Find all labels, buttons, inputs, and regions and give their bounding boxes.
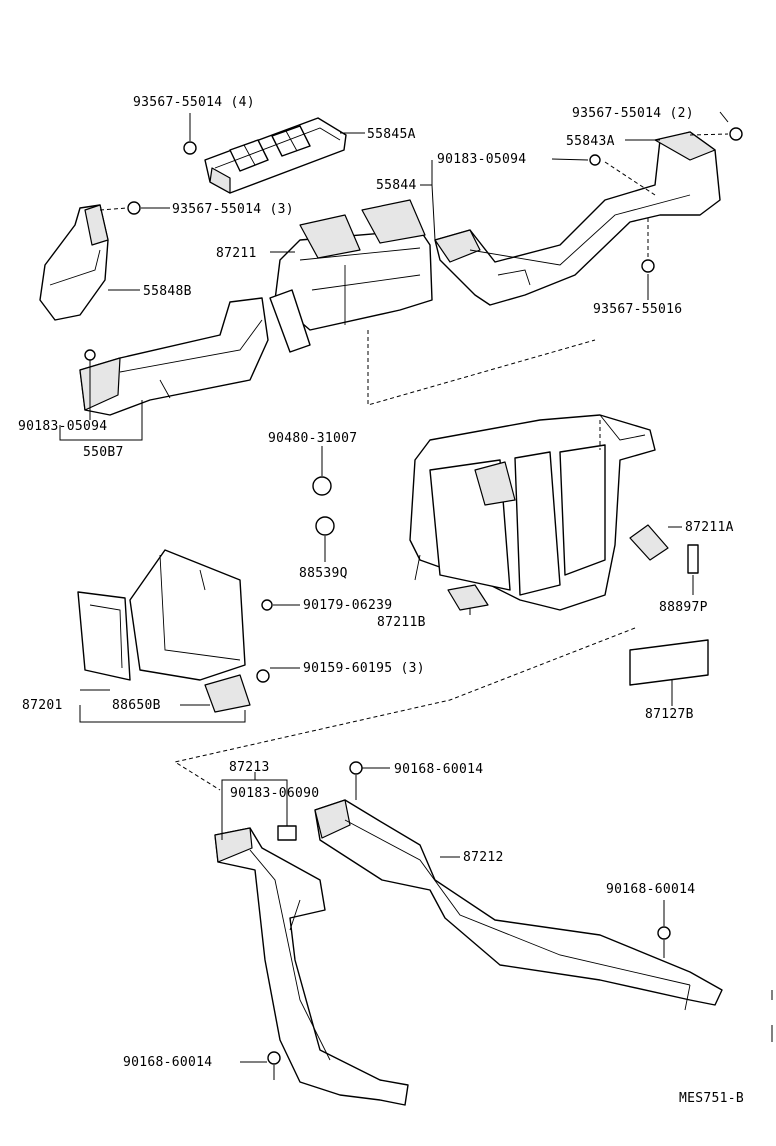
label-87212: 87212: [463, 850, 504, 865]
label-55843a: 55843A: [566, 134, 615, 149]
diagram-code: MES751-B: [679, 1091, 744, 1106]
sensor-88897p-drawing: [687, 544, 699, 574]
duct-55845a-drawing: [204, 117, 347, 194]
resistor-88650b-drawing: [204, 674, 251, 713]
duct-87213-drawing: [214, 827, 409, 1106]
seal-icon: [315, 516, 335, 536]
filter-87127b-drawing: [629, 639, 709, 686]
label-90183-05094-left: 90183-05094: [18, 419, 107, 434]
label-55848b: 55848B: [143, 284, 192, 299]
label-90168-60014-top: 90168-60014: [394, 762, 483, 777]
screw-icon: [641, 259, 655, 273]
label-88897p: 88897P: [659, 600, 708, 615]
duct-55844-drawing: [434, 131, 721, 306]
label-93567-55014-4: 93567-55014 (4): [133, 95, 255, 110]
part-87211a-drawing: [629, 524, 669, 561]
label-87201: 87201: [22, 698, 63, 713]
screw-icon: [256, 669, 270, 683]
screw-icon: [127, 201, 141, 215]
label-93567-55014-2: 93567-55014 (2): [572, 106, 694, 121]
duct-87212-drawing: [314, 799, 723, 1011]
screw-icon: [349, 761, 363, 775]
screw-icon: [657, 926, 671, 940]
label-93567-55014-3: 93567-55014 (3): [172, 202, 294, 217]
heater-unit-drawing: [409, 414, 656, 611]
label-55844: 55844: [376, 178, 417, 193]
duct-55848b-drawing: [39, 204, 109, 321]
clip-icon: [84, 349, 96, 361]
clip-icon: [589, 154, 601, 166]
duct-550b7-drawing: [79, 297, 269, 416]
label-90179-06239: 90179-06239: [303, 598, 392, 613]
label-87213: 87213: [229, 760, 270, 775]
label-90159-60195-3: 90159-60195 (3): [303, 661, 425, 676]
case-87201-drawing: [77, 549, 246, 681]
grommet-icon: [312, 476, 332, 496]
label-88539q: 88539Q: [299, 566, 348, 581]
label-90183-05094-top: 90183-05094: [437, 152, 526, 167]
label-87211: 87211: [216, 246, 257, 261]
label-90480-31007: 90480-31007: [268, 431, 357, 446]
label-55845a: 55845A: [367, 127, 416, 142]
label-87127b: 87127B: [645, 707, 694, 722]
screw-icon: [267, 1051, 281, 1065]
label-90168-60014-bottom: 90168-60014: [123, 1055, 212, 1070]
nut-icon: [261, 599, 273, 611]
label-550b7: 550B7: [83, 445, 124, 460]
screw-icon: [729, 127, 743, 141]
part-87211b-drawing: [447, 584, 489, 611]
duct-87211-drawing: [269, 199, 433, 353]
label-87211b: 87211B: [377, 615, 426, 630]
label-90168-60014-right: 90168-60014: [606, 882, 695, 897]
label-93567-55016: 93567-55016: [593, 302, 682, 317]
label-88650b: 88650B: [112, 698, 161, 713]
clip-icon: [277, 825, 297, 841]
screw-icon: [183, 141, 197, 155]
label-90183-06090: 90183-06090: [230, 786, 319, 801]
label-87211a: 87211A: [685, 520, 734, 535]
